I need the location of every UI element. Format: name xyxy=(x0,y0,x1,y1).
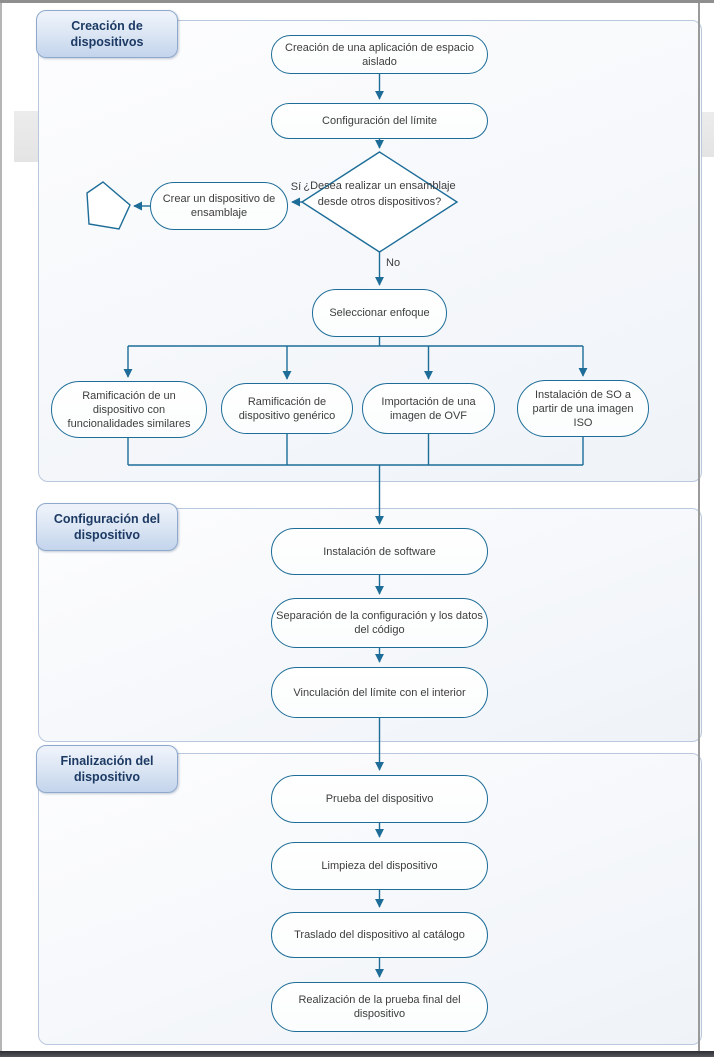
node-separate-config: Separación de la configuración y los dat… xyxy=(271,598,488,648)
edge-label-no: No xyxy=(386,257,401,269)
section-header-label: Configuración del dispositivo xyxy=(53,512,161,542)
node-import-ovf: Importación de una imagen de OVF xyxy=(362,383,495,434)
window-bottom-edge xyxy=(0,1051,714,1057)
section-header-label: Finalización del dispositivo xyxy=(60,754,154,784)
left-margin-tab xyxy=(14,111,38,162)
section-header-configuration: Configuración del dispositivo xyxy=(36,503,178,551)
window-top-edge xyxy=(0,0,714,3)
node-boundary-config: Configuración del límite xyxy=(271,103,488,139)
node-final-test: Realización de la prueba final del dispo… xyxy=(271,982,488,1032)
node-branch-generic: Ramificación de dispositivo genérico xyxy=(221,383,353,434)
node-move-catalog: Traslado del dispositivo al catálogo xyxy=(271,912,488,958)
right-margin-tab xyxy=(702,112,714,157)
decision-assembly-question: ¿Desea realizar un ensamblaje desde otro… xyxy=(303,180,456,208)
node-branch-similar: Ramificación de un dispositivo con funci… xyxy=(51,381,207,438)
section-header-creation: Creación de dispositivos xyxy=(36,10,178,58)
node-install-os: Instalación de SO a partir de una imagen… xyxy=(517,380,649,437)
node-create-assembly: Crear un dispositivo de ensamblaje xyxy=(150,182,288,230)
edge-label-yes: Sí xyxy=(290,181,302,193)
node-clean-device: Limpieza del dispositivo xyxy=(271,842,488,890)
node-sandbox-app: Creación de una aplicación de espacio ai… xyxy=(271,35,488,74)
node-install-software: Instalación de software xyxy=(271,528,488,575)
section-header-finalization: Finalización del dispositivo xyxy=(36,745,178,793)
node-test-device: Prueba del dispositivo xyxy=(271,775,488,823)
section-header-label: Creación de dispositivos xyxy=(70,19,144,49)
node-link-boundary: Vinculación del límite con el interior xyxy=(271,667,488,718)
node-select-approach: Seleccionar enfoque xyxy=(312,289,447,337)
window-left-edge xyxy=(0,3,2,1051)
page-right-edge xyxy=(698,3,700,1051)
